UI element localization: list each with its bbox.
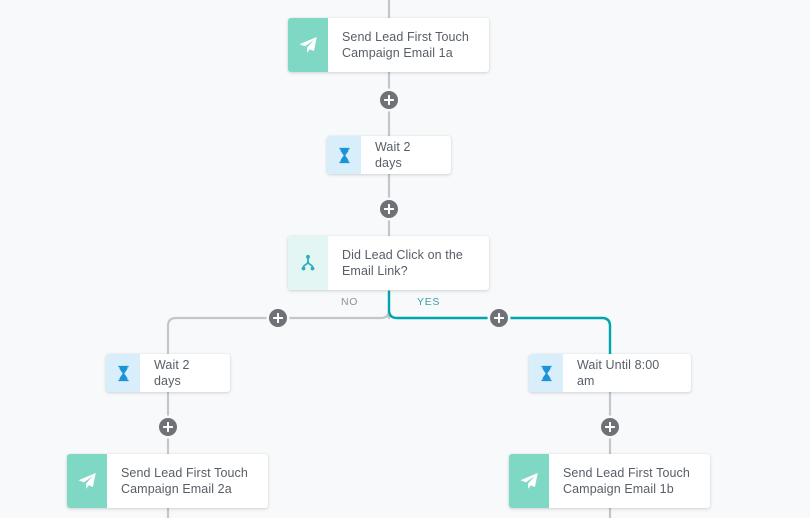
node-label: Send Lead First Touch Campaign Email 2a — [121, 465, 248, 497]
add-step-button-no-branch[interactable] — [269, 309, 287, 327]
paper-plane-icon — [288, 18, 328, 72]
add-step-button-after-wait-top[interactable] — [380, 200, 398, 218]
hourglass-icon — [327, 136, 361, 174]
node-label: Send Lead First Touch Campaign Email 1a — [342, 29, 469, 61]
branch-icon — [288, 236, 328, 290]
node-wait-yes-branch[interactable]: Wait Until 8:00 am — [529, 354, 691, 392]
paper-plane-icon — [67, 454, 107, 508]
node-label: Wait 2 days — [375, 139, 411, 171]
hourglass-icon — [529, 354, 563, 392]
add-step-button-after-wait-yes[interactable] — [601, 418, 619, 436]
node-label: Did Lead Click on the Email Link? — [342, 247, 463, 279]
node-send-email-2a[interactable]: Send Lead First Touch Campaign Email 2a — [67, 454, 268, 508]
branch-label-no: NO — [341, 296, 359, 308]
node-decision-email-click[interactable]: Did Lead Click on the Email Link? — [288, 236, 489, 290]
add-step-button-after-email-1a[interactable] — [380, 91, 398, 109]
node-label: Wait Until 8:00 am — [577, 357, 660, 389]
paper-plane-icon — [509, 454, 549, 508]
node-label: Wait 2 days — [154, 357, 190, 389]
branch-label-yes: YES — [417, 296, 441, 308]
node-label: Send Lead First Touch Campaign Email 1b — [563, 465, 690, 497]
node-send-email-1a[interactable]: Send Lead First Touch Campaign Email 1a — [288, 18, 489, 72]
add-step-button-yes-branch[interactable] — [490, 309, 508, 327]
node-wait-top[interactable]: Wait 2 days — [327, 136, 451, 174]
add-step-button-after-wait-no[interactable] — [159, 418, 177, 436]
hourglass-icon — [106, 354, 140, 392]
node-send-email-1b[interactable]: Send Lead First Touch Campaign Email 1b — [509, 454, 710, 508]
node-wait-no-branch[interactable]: Wait 2 days — [106, 354, 230, 392]
